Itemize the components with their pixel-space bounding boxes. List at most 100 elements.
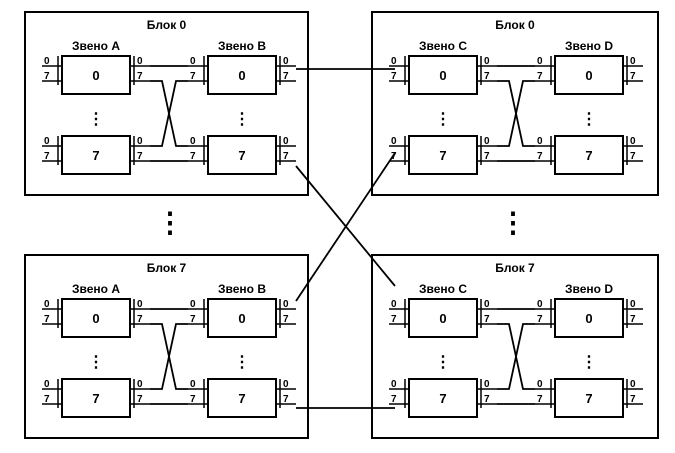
port-label: 0 — [630, 136, 636, 147]
port-label: 7 — [484, 394, 490, 405]
port-label: 0 — [190, 56, 196, 67]
vertical-ellipsis-left: ⋮ — [156, 207, 184, 238]
port-label: 7 — [137, 314, 143, 325]
switch-label: 7 — [92, 148, 99, 163]
port-label: 0 — [391, 56, 397, 67]
port-label: 7 — [190, 394, 196, 405]
wire-cross-up — [497, 80, 535, 147]
stage-label-right: Звено D — [565, 39, 613, 53]
port-label: 7 — [537, 314, 543, 325]
port-label: 0 — [484, 299, 490, 310]
switch-label: 0 — [439, 311, 446, 326]
port-label: 7 — [391, 394, 397, 405]
port-label: 0 — [283, 136, 289, 147]
vertical-ellipsis: ⋮ — [234, 354, 250, 371]
port-label: 7 — [190, 151, 196, 162]
port-label: 0 — [537, 56, 543, 67]
port-label: 0 — [283, 299, 289, 310]
switch-right-1 — [554, 378, 624, 418]
port-label: 7 — [484, 71, 490, 82]
port-label: 0 — [190, 379, 196, 390]
switch-left-1 — [61, 378, 131, 418]
switch-label: 0 — [92, 311, 99, 326]
switch-right-0 — [554, 55, 624, 95]
vertical-ellipsis: ⋮ — [581, 354, 597, 371]
port-label: 0 — [391, 136, 397, 147]
port-label: 7 — [190, 314, 196, 325]
wire-cross-up — [497, 323, 535, 390]
block-title: Блок 0 — [147, 18, 187, 32]
port-label: 7 — [630, 151, 636, 162]
block-frame — [371, 11, 659, 196]
port-label: 0 — [190, 299, 196, 310]
switch-label: 7 — [439, 148, 446, 163]
switch-label: 0 — [238, 68, 245, 83]
inter-block-wire-2 — [295, 152, 396, 302]
switch-label: 7 — [585, 148, 592, 163]
port-label: 0 — [484, 56, 490, 67]
wire-cross-up — [150, 323, 188, 390]
switch-left-0 — [408, 55, 478, 95]
switch-right-0 — [207, 298, 277, 338]
switch-right-0 — [554, 298, 624, 338]
switch-label: 0 — [92, 68, 99, 83]
port-label: 0 — [537, 299, 543, 310]
port-label: 7 — [137, 71, 143, 82]
block-title: Блок 0 — [495, 18, 535, 32]
port-label: 7 — [630, 71, 636, 82]
port-label: 0 — [630, 299, 636, 310]
switch-right-1 — [207, 378, 277, 418]
port-label: 7 — [283, 314, 289, 325]
block-frame — [24, 254, 309, 439]
vertical-ellipsis: ⋮ — [88, 354, 104, 371]
switch-label: 0 — [585, 68, 592, 83]
switch-left-1 — [61, 135, 131, 175]
port-label: 0 — [137, 299, 143, 310]
switch-right-1 — [554, 135, 624, 175]
switch-left-0 — [408, 298, 478, 338]
switch-label: 7 — [238, 391, 245, 406]
port-label: 7 — [283, 71, 289, 82]
switch-right-0 — [207, 55, 277, 95]
block-frame — [371, 254, 659, 439]
port-label: 7 — [484, 151, 490, 162]
port-label: 7 — [537, 71, 543, 82]
stage-label-right: Звено D — [565, 282, 613, 296]
stage-label-right: Звено B — [218, 282, 266, 296]
inter-block-wiring — [295, 68, 396, 409]
port-label: 0 — [44, 299, 50, 310]
port-label: 7 — [630, 394, 636, 405]
block-title: Блок 7 — [495, 261, 535, 275]
switch-right-1 — [207, 135, 277, 175]
port-label: 0 — [391, 379, 397, 390]
port-label: 7 — [44, 71, 50, 82]
switch-label: 7 — [439, 391, 446, 406]
port-label: 0 — [537, 379, 543, 390]
stage-label-left: Звено C — [419, 39, 467, 53]
port-label: 0 — [44, 379, 50, 390]
port-label: 0 — [44, 56, 50, 67]
port-label: 7 — [190, 71, 196, 82]
port-label: 7 — [484, 314, 490, 325]
port-label: 0 — [137, 136, 143, 147]
port-label: 7 — [537, 151, 543, 162]
port-label: 7 — [137, 151, 143, 162]
switch-left-1 — [408, 378, 478, 418]
port-label: 0 — [190, 136, 196, 147]
port-label: 7 — [44, 151, 50, 162]
stage-label-right: Звено B — [218, 39, 266, 53]
switch-left-0 — [61, 298, 131, 338]
stage-label-left: Звено C — [419, 282, 467, 296]
wire-cross-up — [150, 80, 188, 147]
port-label: 0 — [630, 379, 636, 390]
port-label: 0 — [44, 136, 50, 147]
port-label: 0 — [283, 379, 289, 390]
switch-label: 7 — [585, 391, 592, 406]
switch-left-0 — [61, 55, 131, 95]
port-label: 0 — [537, 136, 543, 147]
